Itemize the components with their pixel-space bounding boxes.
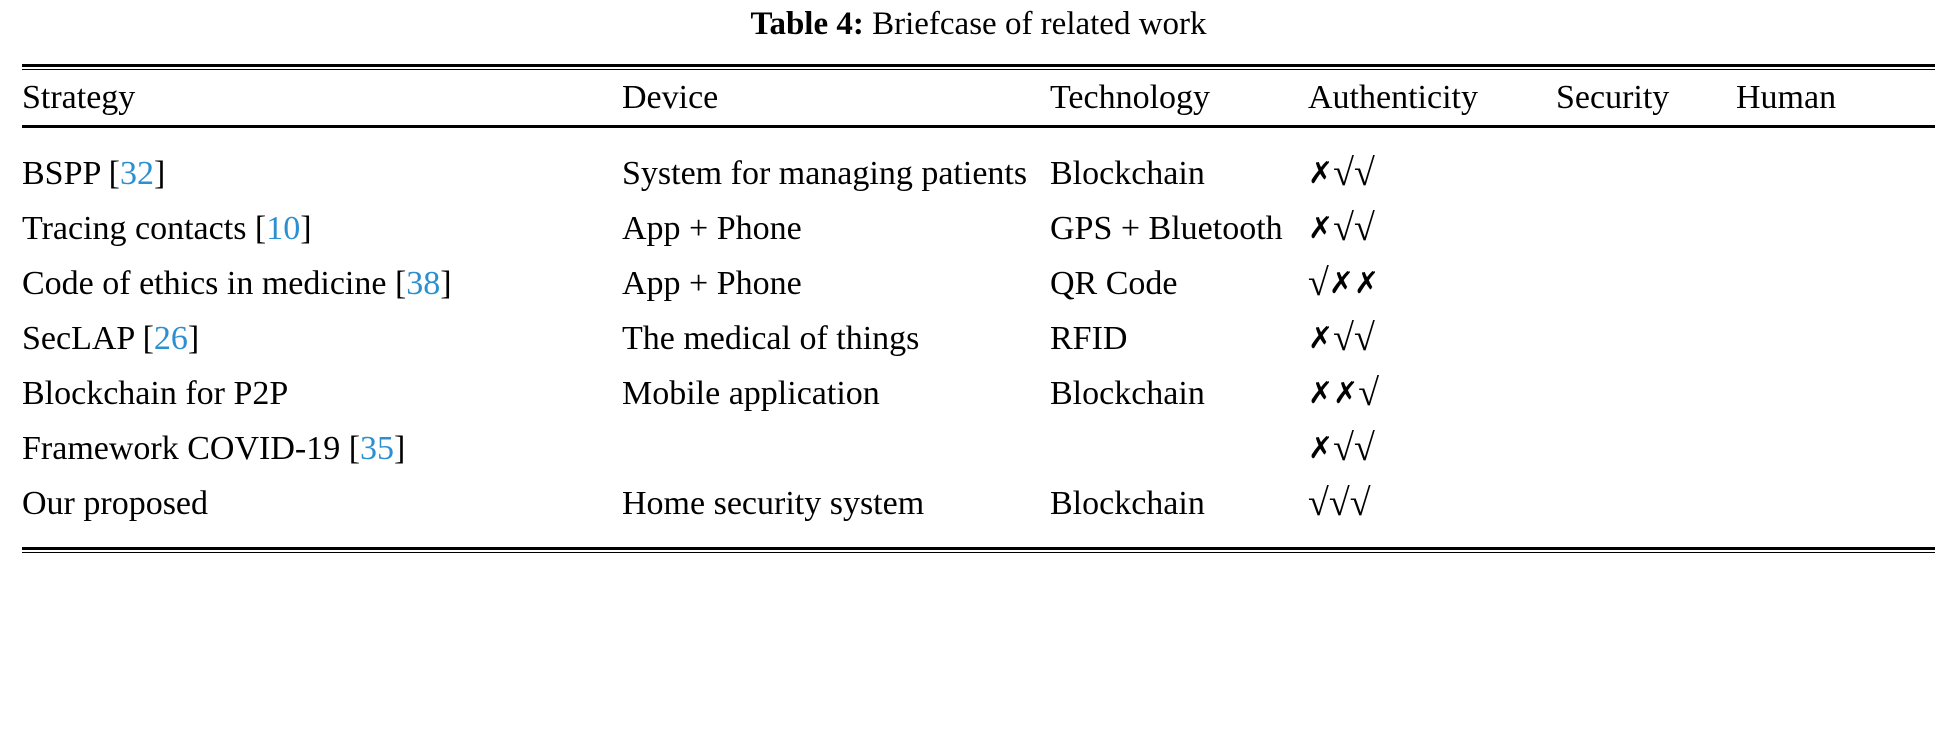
citation-number: 10 xyxy=(266,210,301,247)
cell-strategy: Our proposed xyxy=(22,485,209,522)
table-body: BSPP [32] System for managing patients B… xyxy=(22,128,1936,547)
cell-device: Home security system xyxy=(622,485,925,522)
citation-ref[interactable]: [10] xyxy=(254,210,312,247)
cell-authenticity: ✗ xyxy=(1308,376,1334,411)
cell-security: ✗ xyxy=(1333,376,1359,411)
strategy-label: SecLAP xyxy=(22,320,143,357)
table-row: Our proposed Home security system Blockc… xyxy=(22,476,1936,547)
cell-human: √ xyxy=(1354,207,1375,249)
related-work-table-body: BSPP [32] System for managing patients B… xyxy=(22,128,1936,547)
cell-technology: Blockchain xyxy=(1050,485,1205,522)
strategy-label: Framework COVID-19 xyxy=(22,430,349,467)
cell-human: ✗ xyxy=(1354,266,1380,301)
cell-technology: GPS + Bluetooth xyxy=(1050,210,1283,247)
strategy-label: Tracing contacts xyxy=(22,210,255,247)
cell-authenticity: ✗ xyxy=(1308,321,1334,356)
table-row: Tracing contacts [10] App + Phone GPS + … xyxy=(22,201,1936,256)
cell-security: √ xyxy=(1333,207,1354,249)
table-row: SecLAP [26] The medical of things RFID ✗… xyxy=(22,311,1936,366)
table-caption: Table 4: Briefcase of related work xyxy=(22,0,1935,46)
header-row: Strategy Device Technology Authenticity … xyxy=(22,70,1936,125)
cell-security: ✗ xyxy=(1328,266,1354,301)
column-header-authenticity: Authenticity xyxy=(1308,79,1478,116)
strategy-label: BSPP xyxy=(22,155,109,192)
cell-human: √ xyxy=(1349,482,1371,524)
cell-technology: QR Code xyxy=(1050,265,1178,302)
table-row: BSPP [32] System for managing patients B… xyxy=(22,128,1936,201)
cell-authenticity: √ xyxy=(1308,262,1329,304)
cell-authenticity: √ xyxy=(1308,482,1329,524)
cell-device: System for managing patients xyxy=(622,155,1028,192)
cell-device xyxy=(622,421,1050,476)
cell-security: √ xyxy=(1333,152,1354,194)
column-header-human: Human xyxy=(1736,79,1837,116)
strategy-label: Code of ethics in medicine xyxy=(22,265,395,302)
cell-strategy: Blockchain for P2P xyxy=(22,375,289,412)
column-header-device: Device xyxy=(622,79,719,116)
cell-technology xyxy=(1050,421,1308,476)
cell-strategy: Tracing contacts [10] xyxy=(22,201,622,256)
citation-number: 38 xyxy=(406,265,441,302)
cell-technology: Blockchain xyxy=(1050,155,1205,192)
cell-strategy: Framework COVID-19 [35] xyxy=(22,421,622,476)
citation-ref[interactable]: [38] xyxy=(394,265,452,302)
cell-human: √ xyxy=(1354,427,1375,469)
related-work-table: Strategy Device Technology Authenticity … xyxy=(22,70,1936,125)
cell-device: App + Phone xyxy=(622,265,802,302)
cell-authenticity: ✗ xyxy=(1308,211,1334,246)
citation-number: 32 xyxy=(119,155,154,192)
cell-human: √ xyxy=(1358,372,1380,414)
citation-number: 35 xyxy=(360,430,395,467)
table-top-rule xyxy=(22,64,1935,70)
table-header: Strategy Device Technology Authenticity … xyxy=(22,70,1936,125)
table-row: Framework COVID-19 [35] ✗ √ √ xyxy=(22,421,1936,476)
column-header-strategy: Strategy xyxy=(22,79,136,116)
table-row: Blockchain for P2P Mobile application Bl… xyxy=(22,366,1936,421)
caption-label: Table 4: xyxy=(750,6,864,42)
cell-authenticity: ✗ xyxy=(1308,431,1334,466)
citation-ref[interactable]: [26] xyxy=(142,320,200,357)
column-header-technology: Technology xyxy=(1050,79,1211,116)
cell-security: √ xyxy=(1328,482,1350,524)
cell-human: √ xyxy=(1354,152,1375,194)
cell-strategy: SecLAP [26] xyxy=(22,311,622,366)
citation-number: 26 xyxy=(153,320,188,357)
table-bottom-rule xyxy=(22,547,1935,553)
cell-device: The medical of things xyxy=(622,320,920,357)
cell-strategy: BSPP [32] xyxy=(22,128,622,201)
table-row: Code of ethics in medicine [38] App + Ph… xyxy=(22,256,1936,311)
cell-technology: Blockchain xyxy=(1050,375,1205,412)
column-header-security: Security xyxy=(1556,79,1670,116)
cell-device: Mobile application xyxy=(622,375,880,412)
caption-text: Briefcase of related work xyxy=(872,6,1207,42)
citation-ref[interactable]: [35] xyxy=(348,430,406,467)
cell-device: App + Phone xyxy=(622,210,802,247)
cell-strategy: Code of ethics in medicine [38] xyxy=(22,256,622,311)
citation-ref[interactable]: [32] xyxy=(108,155,166,192)
table-header-rule xyxy=(22,125,1935,128)
cell-security: √ xyxy=(1333,427,1354,469)
cell-authenticity: ✗ xyxy=(1308,156,1334,191)
cell-security: √ xyxy=(1333,317,1354,359)
cell-human: √ xyxy=(1354,317,1375,359)
cell-technology: RFID xyxy=(1050,320,1128,357)
